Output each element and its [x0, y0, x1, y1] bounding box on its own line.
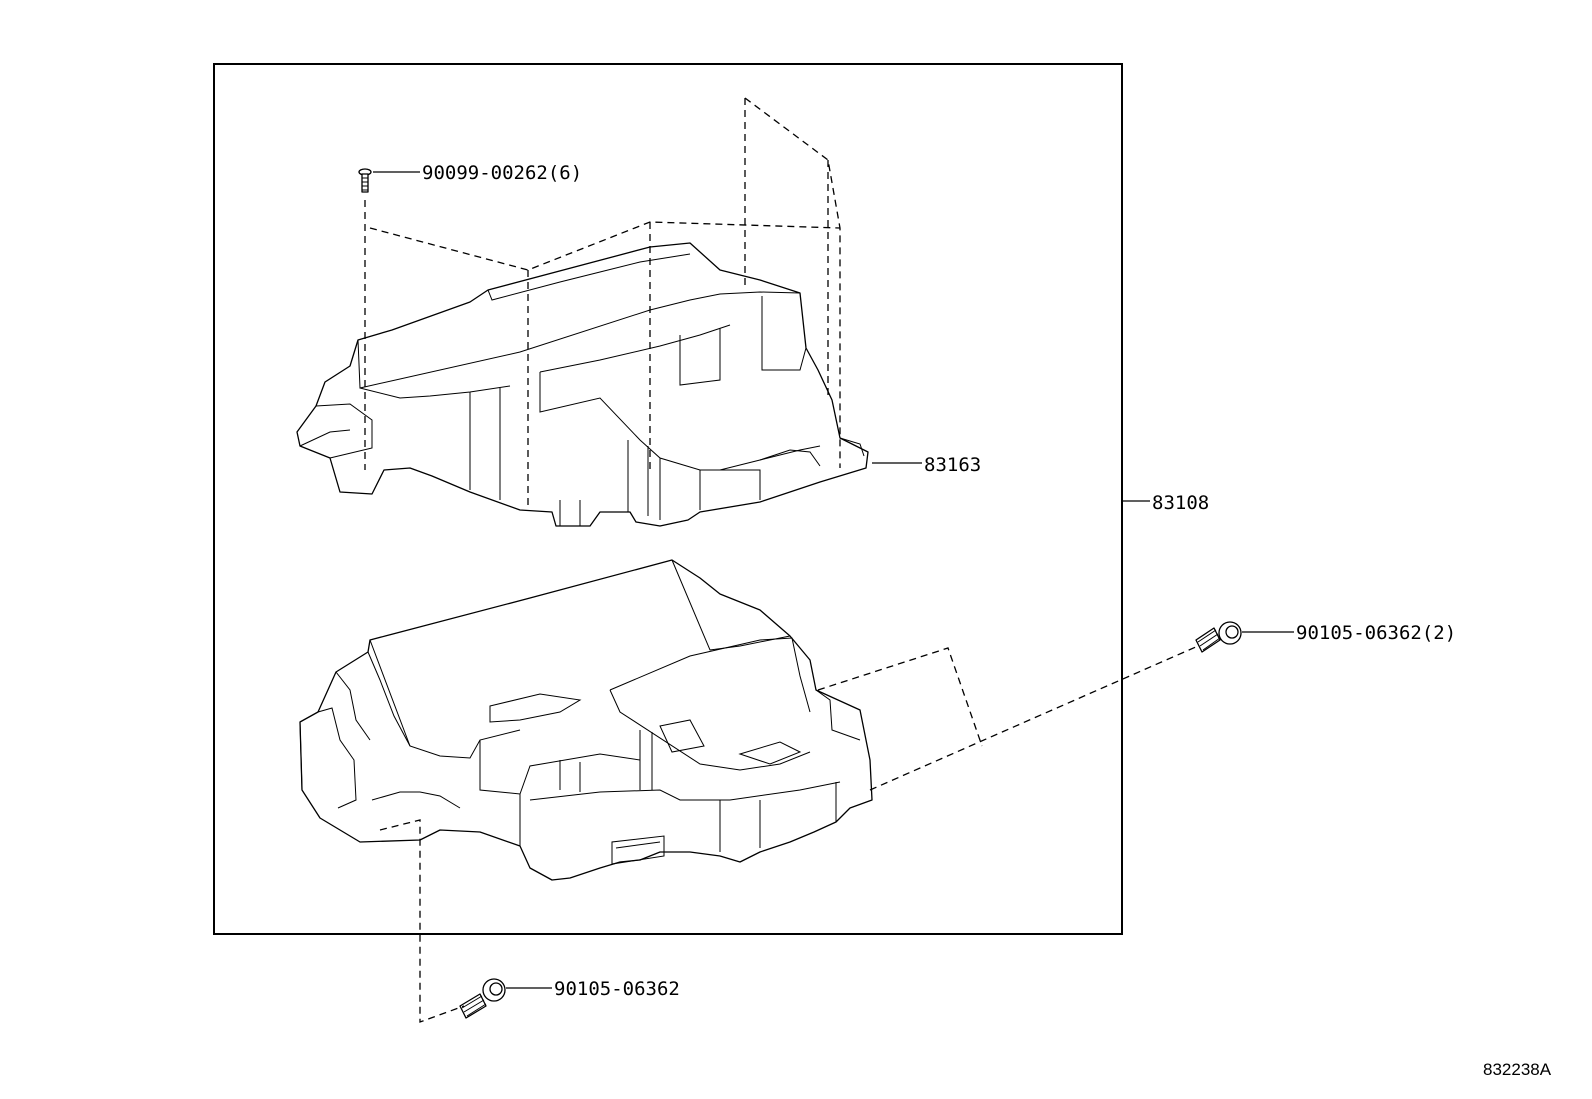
assembly-frame [213, 63, 1123, 935]
label-part-83163: 83163 [924, 454, 981, 476]
bolt-icon-right[interactable] [1195, 621, 1242, 653]
label-screw-upper: 90099-00262(6) [422, 162, 582, 184]
label-part-83108: 83108 [1152, 492, 1209, 514]
assembly-dashed-lines [364, 97, 1199, 1023]
bolt-icon-bottom[interactable] [459, 978, 506, 1019]
label-bolt-right: 90105-06362(2) [1296, 622, 1456, 644]
lower-case[interactable] [299, 559, 873, 881]
illustration-code: 832238A [1483, 1060, 1552, 1079]
screw-icon-upper[interactable] [358, 168, 372, 193]
upper-cover-83163[interactable] [296, 242, 869, 527]
label-bolt-bottom: 90105-06362 [554, 978, 680, 1000]
